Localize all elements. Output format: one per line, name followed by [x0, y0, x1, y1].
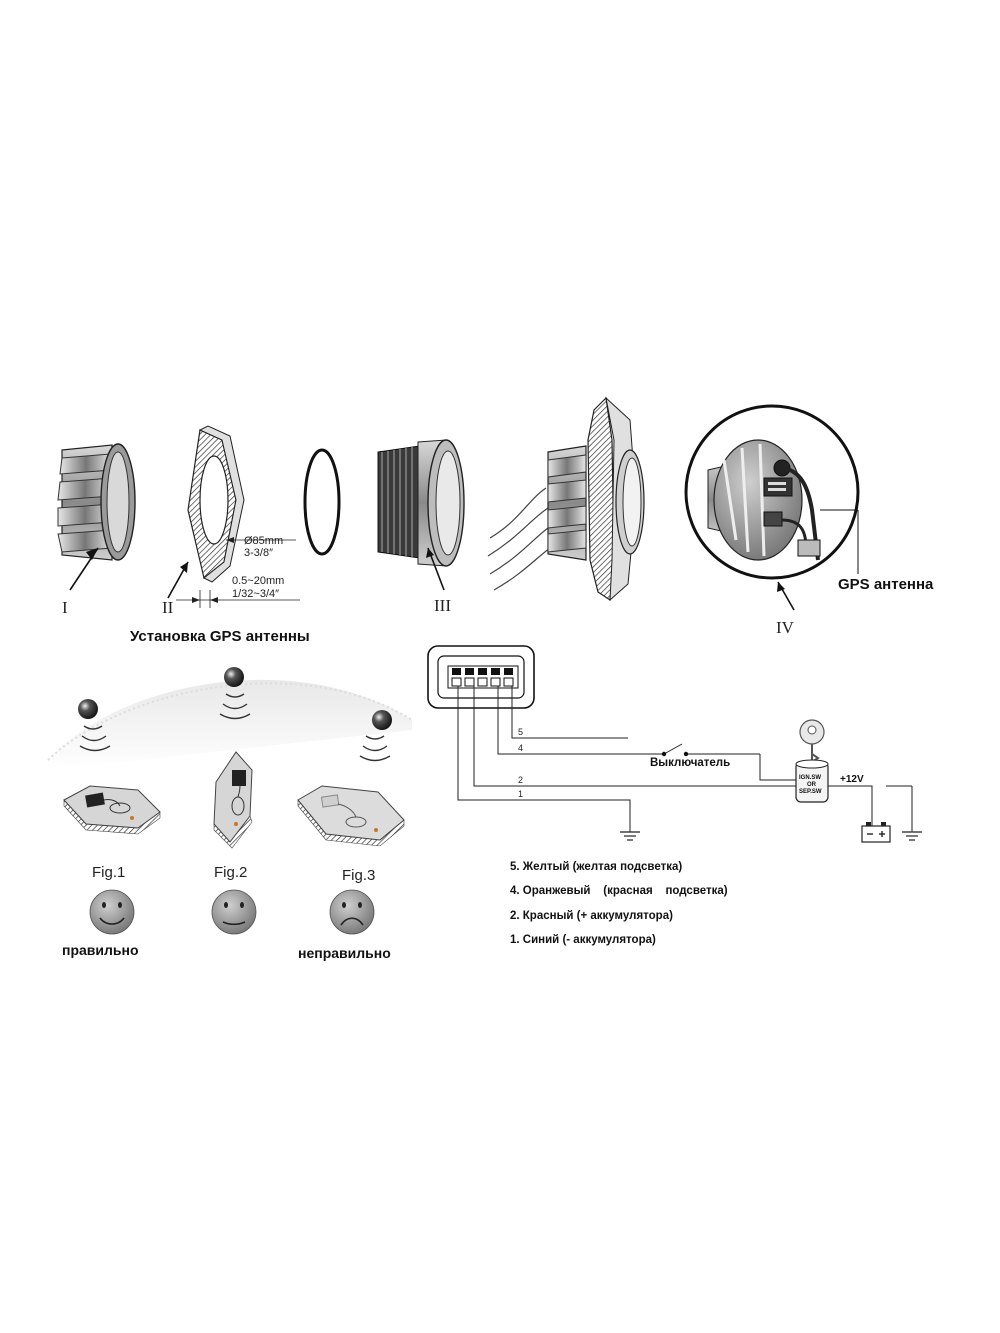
ignition-switch-icon: [795, 759, 829, 803]
connector-block: [427, 645, 535, 709]
wire-4-number: 4: [518, 743, 524, 753]
supply-voltage-label: +12V: [840, 774, 864, 785]
panel-thickness-in: 1/32~3/4″: [232, 588, 280, 600]
fig2-label: Fig.2: [214, 864, 248, 881]
ignition-label-mid: OR: [807, 782, 816, 788]
fig3-label: Fig.3: [342, 867, 376, 884]
part-i-nut: [57, 443, 136, 591]
hole-diameter-in: 3-3/8″: [244, 547, 273, 559]
battery-icon: [861, 822, 891, 843]
switch-label: Выключатель: [650, 757, 731, 769]
gps-install-title: Установка GPS антенны: [130, 628, 310, 645]
incorrect-label: неправильно: [298, 945, 391, 961]
part-iii-label: III: [434, 596, 451, 615]
ignition-label-top: IGN.SW: [799, 775, 821, 781]
antenna-plate-fig1: [63, 785, 161, 835]
wire-5-number: 5: [518, 727, 524, 737]
legend-item-1: 1. Синий (- аккумулятора): [510, 934, 656, 946]
hole-diameter-mm: Ø85mm: [244, 535, 284, 547]
ground-symbol-right: [902, 831, 922, 841]
antenna-plate-fig2: [213, 751, 253, 849]
part-ii-label: II: [162, 598, 174, 617]
smiley-fig2: [211, 889, 257, 935]
gps-sky-dome: [47, 679, 413, 770]
legend-item-2: 2. Красный (+ аккумулятора): [510, 910, 673, 922]
legend-item-4: 4. Оранжевый (красная подсветка): [510, 885, 728, 897]
satellite-left: [78, 699, 111, 752]
o-ring: [303, 448, 341, 556]
wire-1-number: 1: [518, 789, 524, 799]
part-ii-gasket: [167, 425, 300, 608]
wire-2-number: 2: [518, 775, 524, 785]
ignition-label-bot: SEP.SW: [799, 789, 822, 795]
switch-contacts: [661, 751, 689, 757]
antenna-plate-fig3: [297, 785, 405, 847]
part-iv-detail: [684, 404, 860, 611]
smiley-fig3: [329, 889, 375, 935]
fig1-label: Fig.1: [92, 864, 126, 881]
part-i-label: I: [62, 598, 68, 617]
legend-item-5: 5. Желтый (желтая подсветка): [510, 861, 683, 873]
correct-label: правильно: [62, 942, 139, 958]
gps-antenna-label: GPS антенна: [838, 576, 934, 593]
ground-symbol-left: [620, 831, 640, 841]
part-iii-body: [377, 439, 465, 591]
smiley-fig1: [89, 889, 135, 935]
satellite-middle: [219, 667, 251, 720]
panel-thickness-mm: 0.5~20mm: [232, 575, 285, 587]
key-icon: [799, 719, 825, 764]
assembled-gauge: [487, 396, 645, 602]
part-iv-label: IV: [776, 618, 794, 637]
satellite-right: [359, 710, 392, 762]
